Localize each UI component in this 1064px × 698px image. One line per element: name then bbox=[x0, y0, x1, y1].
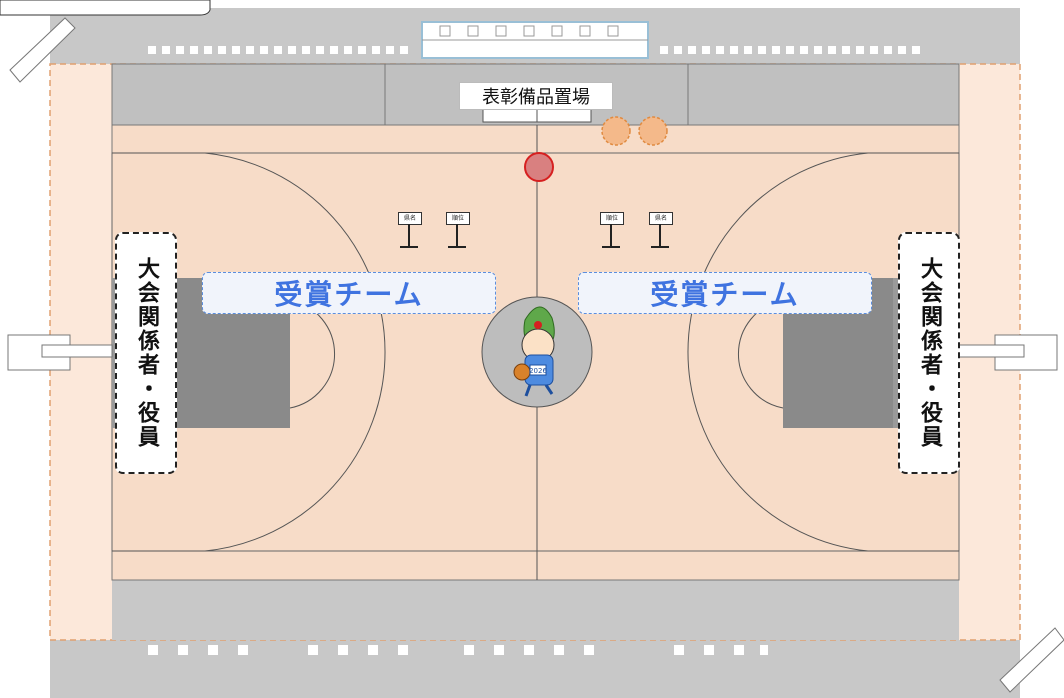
attendant-position-2 bbox=[638, 116, 668, 146]
officials-area-right: 大会関係者・役員 bbox=[898, 232, 960, 474]
sign-rank-left: 順位 bbox=[446, 212, 470, 225]
right-hoop bbox=[958, 334, 1058, 371]
sign-prefecture-left: 県名 bbox=[398, 212, 422, 225]
mascot-bib: 2026 bbox=[529, 367, 547, 375]
mascot-icon: 2026 bbox=[513, 306, 555, 397]
left-hoop bbox=[7, 334, 113, 371]
top-left-tab bbox=[0, 0, 211, 16]
attendant-position-1 bbox=[601, 116, 631, 146]
bottom-bench-area bbox=[112, 580, 959, 640]
sign-rank-right: 順位 bbox=[600, 212, 624, 225]
award-storage-label: 表彰備品置場 bbox=[459, 82, 613, 110]
officials-area-left: 大会関係者・役員 bbox=[115, 232, 177, 474]
award-team-area-left: 受賞チーム bbox=[202, 272, 496, 314]
award-team-area-right: 受賞チーム bbox=[578, 272, 872, 314]
bottom-right-entrance-icon bbox=[999, 627, 1064, 693]
right-three-point-line bbox=[687, 152, 959, 552]
presenter-position bbox=[524, 152, 554, 182]
sign-prefecture-right: 県名 bbox=[649, 212, 673, 225]
top-left-entrance-icon bbox=[9, 17, 76, 83]
left-three-point-line bbox=[112, 152, 386, 552]
